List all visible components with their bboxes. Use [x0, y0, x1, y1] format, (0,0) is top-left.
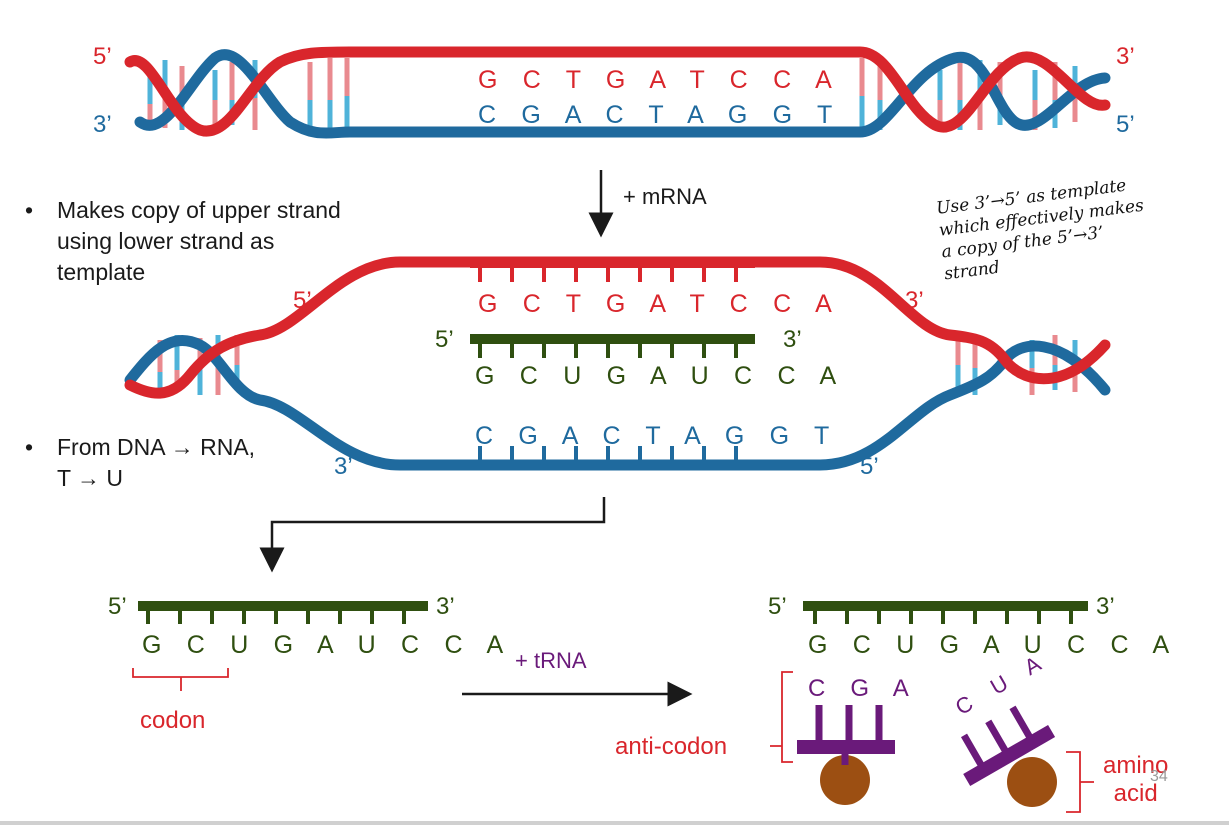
bubble-mrna-bar — [470, 334, 755, 358]
right-mrna-bar — [803, 601, 1088, 624]
bubble-upper-5prime: 5’ — [293, 287, 312, 314]
bubble-mrna-3prime: 3’ — [783, 326, 802, 353]
bubble-lower-sequence: C G A C T A G G T — [475, 422, 839, 450]
bullet-text-2: From DNA → RNA, T → U — [57, 434, 256, 491]
bubble-upper-sequence: G C T G A T C C A — [478, 290, 841, 318]
trna-2 — [960, 705, 1057, 807]
amino-acid-2 — [1007, 757, 1057, 807]
top-dna-double-helix — [124, 46, 1111, 139]
codon-label: codon — [140, 707, 206, 734]
trna-1 — [797, 705, 895, 805]
page-number: 34 — [1150, 768, 1168, 785]
bubble-mrna-sequence: G C U G A U C C A — [475, 362, 846, 390]
amino-acid-label: amino acid — [1103, 752, 1169, 807]
left-mrna-3prime: 3’ — [436, 593, 455, 620]
bubble-mrna-5prime: 5’ — [435, 326, 454, 353]
top-right-3prime: 3’ — [1116, 43, 1135, 70]
bullet-marker: • — [25, 434, 34, 460]
bullet-marker: • — [25, 197, 34, 223]
bullet-note-1: • Makes copy of upper strand using lower… — [25, 195, 445, 295]
right-mrna-3prime: 3’ — [1096, 593, 1115, 620]
mrna-step-label: + mRNA — [623, 184, 707, 209]
amino-acid-bracket — [1066, 751, 1094, 813]
top-red-strand — [124, 46, 1111, 137]
top-left-5prime: 5’ — [93, 43, 112, 70]
bubble-red-bar — [470, 258, 755, 282]
bubble-red-strand — [124, 256, 1111, 399]
codon-bracket — [132, 668, 229, 691]
bullet-note-2: • From DNA → RNA, T → U — [25, 432, 325, 502]
anticodon-sequence-1: C G A — [808, 675, 919, 702]
left-mrna-bar — [138, 601, 428, 624]
amino-acid-1 — [820, 755, 870, 805]
right-mrna-5prime: 5’ — [768, 593, 787, 620]
bubble-blue-bar — [465, 446, 755, 470]
left-mrna-sequence: G C U G A U C C A — [142, 631, 513, 659]
trna-step-label: + tRNA — [515, 648, 587, 673]
bottom-divider — [0, 821, 1229, 825]
transcription-bubble — [124, 256, 1111, 471]
right-mrna-sequence: G C U G A U C C A — [808, 631, 1179, 659]
bullet-text-1: Makes copy of upper strand using lower s… — [57, 197, 341, 285]
bubble-lower-5prime: 5’ — [860, 453, 879, 480]
top-right-5prime: 5’ — [1116, 111, 1135, 138]
top-lower-sequence: C G A C T A G G T — [478, 101, 842, 129]
bubble-lower-3prime: 3’ — [334, 453, 353, 480]
bubble-upper-3prime: 3’ — [905, 287, 924, 314]
left-mrna-5prime: 5’ — [108, 593, 127, 620]
elbow-arrow-to-mrna — [259, 497, 606, 573]
anticodon-label: anti-codon — [615, 733, 728, 760]
anticodon-bracket — [770, 671, 793, 763]
top-blue-strand — [134, 49, 1111, 139]
top-left-3prime: 3’ — [93, 111, 112, 138]
top-upper-sequence: G C T G A T C C A — [478, 66, 841, 94]
